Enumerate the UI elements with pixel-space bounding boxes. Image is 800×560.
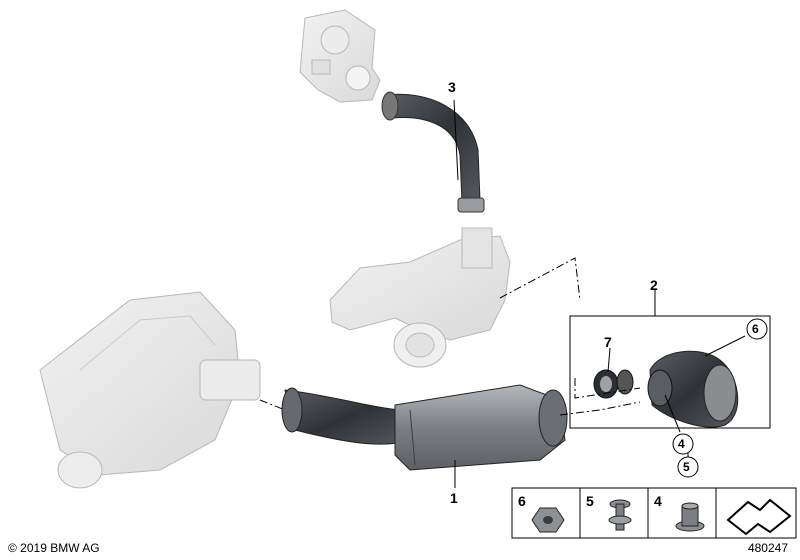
- copyright-text: © 2019 BMW AG: [8, 541, 100, 555]
- hex-nut-icon: [531, 507, 565, 533]
- diagram-number: 480247: [747, 541, 788, 555]
- gasket-sheet-icon: [726, 498, 792, 536]
- turbocharger-ghost: [329, 227, 511, 368]
- catalytic-converter-part-1: [394, 384, 568, 471]
- callout-part-4: 4: [672, 433, 694, 455]
- leader-lines: [259, 99, 746, 488]
- svg-text:5: 5: [683, 460, 690, 474]
- housing-part-6: [647, 350, 739, 428]
- intake-silencer-ghost: [39, 291, 261, 489]
- legend-number-6: 6: [518, 493, 526, 509]
- callout-part-2: 2: [650, 277, 658, 293]
- screw-icon: [608, 499, 632, 531]
- throttle-body-ghost: [299, 9, 381, 103]
- collar-nut-icon: [675, 502, 705, 532]
- intake-hose: [281, 387, 411, 445]
- callout-part-6: 6: [746, 318, 768, 340]
- callout-part-1: 1: [450, 490, 458, 506]
- legend-number-4: 4: [654, 493, 662, 509]
- grommet-part-7: [593, 369, 634, 399]
- assembly-group-frame: [569, 315, 771, 429]
- charge-air-hose-part-3: [381, 91, 485, 213]
- callout-part-3: 3: [448, 79, 456, 95]
- callout-part-7: 7: [604, 334, 612, 350]
- legend-number-5: 5: [586, 493, 594, 509]
- svg-text:6: 6: [752, 322, 759, 336]
- svg-text:4: 4: [678, 437, 685, 451]
- callout-part-5: 5: [677, 456, 699, 478]
- fastener-legend: 6 5 4: [511, 487, 797, 539]
